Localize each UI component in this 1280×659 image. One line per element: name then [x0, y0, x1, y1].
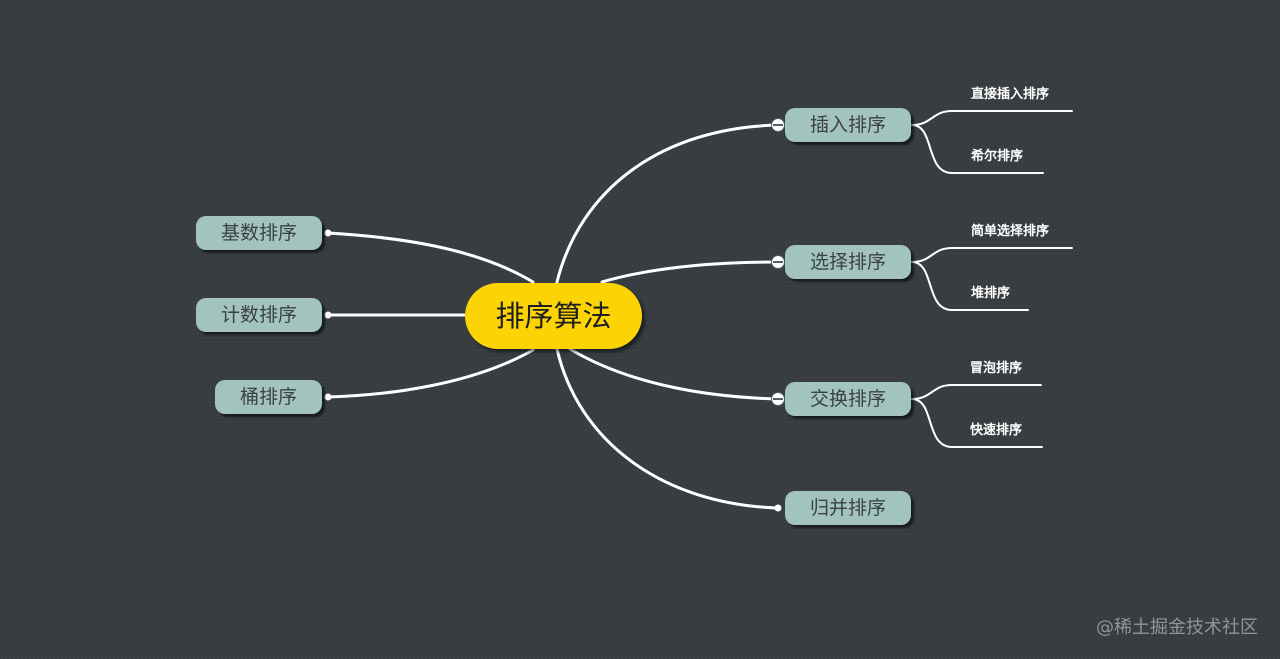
connector-selection-sort: [600, 260, 780, 284]
connector-bubble-sort: [911, 384, 1042, 400]
collapse-toggle-exchange[interactable]: [771, 392, 785, 406]
leaf-quick-sort[interactable]: 快速排序: [970, 423, 1023, 438]
branch-counting-sort[interactable]: 计数排序: [196, 298, 322, 332]
connector-dot: [324, 393, 332, 401]
connector-dot: [324, 229, 332, 237]
connector-dot: [324, 311, 332, 319]
connector-straight-insertion: [911, 110, 1073, 126]
collapse-toggle-insertion[interactable]: [771, 118, 785, 132]
central-topic[interactable]: 排序算法: [465, 283, 642, 349]
connector-simple-selection: [911, 247, 1073, 263]
connector-merge-sort: [555, 347, 780, 510]
connector-heap-sort: [911, 261, 1029, 311]
connector-exchange-sort: [568, 347, 780, 401]
connector-shell-sort: [911, 124, 1044, 174]
branch-selection-sort[interactable]: 选择排序: [785, 245, 911, 279]
leaf-bubble-sort[interactable]: 冒泡排序: [970, 361, 1023, 376]
leaf-shell-sort[interactable]: 希尔排序: [971, 149, 1024, 164]
collapse-toggle-selection[interactable]: [771, 255, 785, 269]
branch-merge-sort[interactable]: 归并排序: [785, 491, 911, 525]
branch-insertion-sort[interactable]: 插入排序: [785, 108, 911, 142]
watermark: @稀土掘金技术社区: [1096, 617, 1258, 638]
connector-dot: [774, 504, 782, 512]
branch-radix-sort[interactable]: 基数排序: [196, 216, 322, 250]
branch-bucket-sort[interactable]: 桶排序: [215, 380, 322, 414]
branch-exchange-sort[interactable]: 交换排序: [785, 382, 911, 416]
connector-bucket-sort: [326, 348, 535, 399]
connector-quick-sort: [911, 398, 1043, 448]
leaf-straight-insertion-sort[interactable]: 直接插入排序: [971, 87, 1050, 102]
leaf-simple-selection-sort[interactable]: 简单选择排序: [971, 224, 1050, 239]
leaf-heap-sort[interactable]: 堆排序: [971, 286, 1011, 301]
connector-insertion-sort: [555, 123, 780, 284]
connector-radix-sort: [326, 231, 535, 284]
